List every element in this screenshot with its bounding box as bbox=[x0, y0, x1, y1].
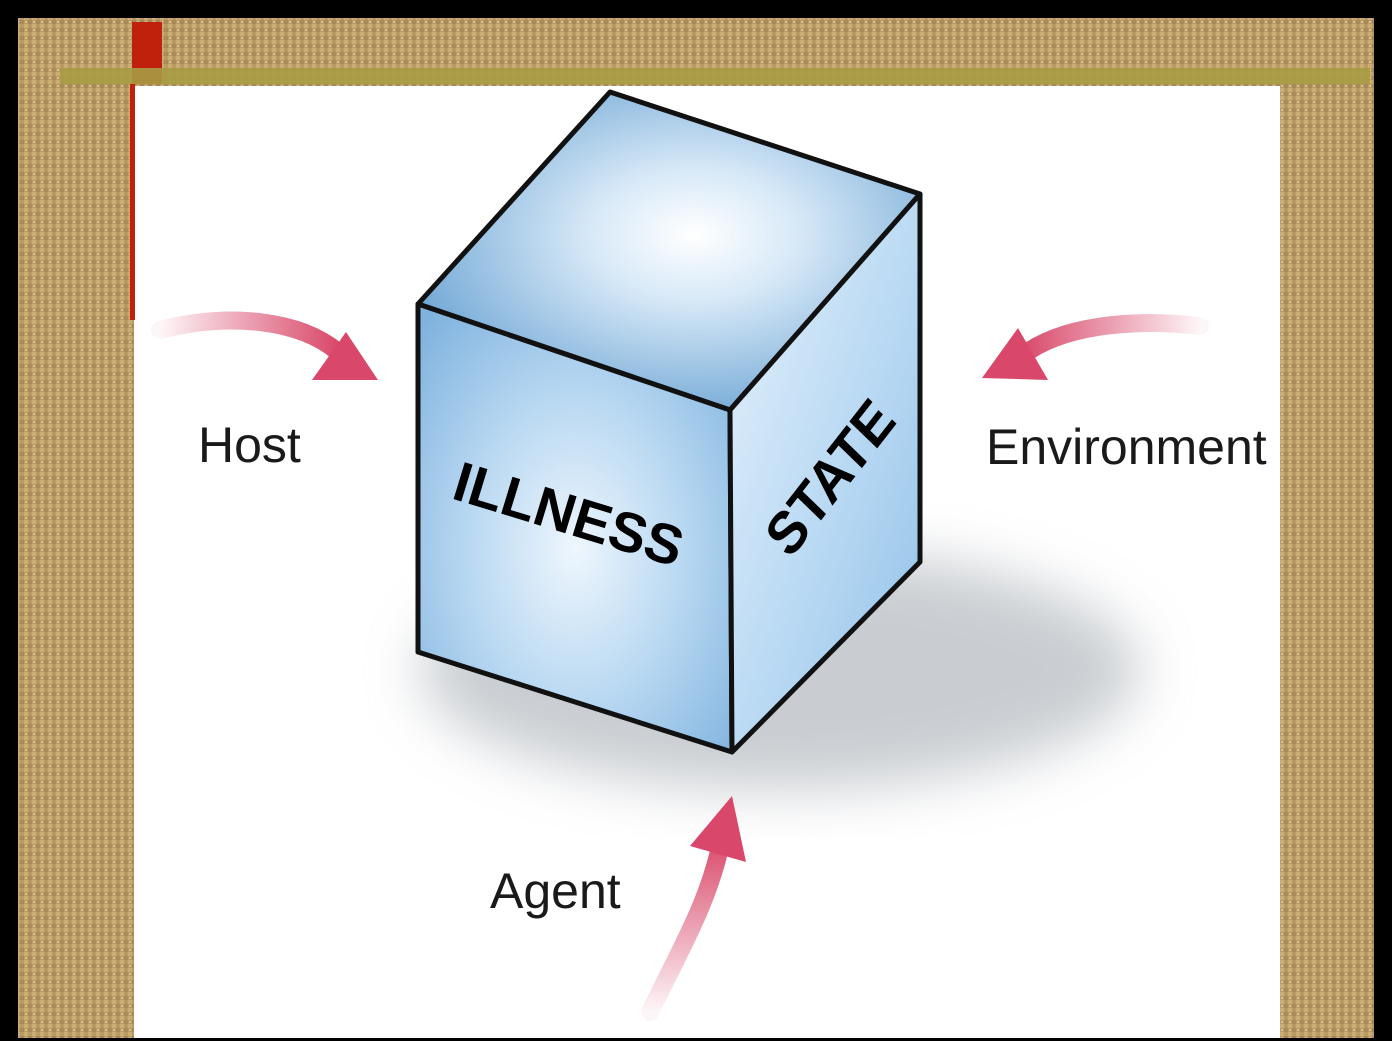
environment-label: Environment bbox=[986, 419, 1267, 475]
agent-arrow bbox=[641, 796, 746, 1021]
red-accent-line bbox=[130, 84, 135, 320]
illness-state-cube: ILLNESS STATE bbox=[415, 89, 923, 755]
host-arrow bbox=[151, 311, 378, 380]
agent-arrowhead bbox=[690, 796, 746, 862]
agent-label: Agent bbox=[490, 863, 621, 919]
host-arrowhead bbox=[312, 332, 378, 380]
environment-arrowhead bbox=[982, 328, 1048, 380]
environment-arrow bbox=[982, 314, 1209, 380]
cube-side-face bbox=[727, 191, 923, 755]
host-label: Host bbox=[198, 417, 301, 473]
olive-accent-line bbox=[60, 68, 1370, 84]
